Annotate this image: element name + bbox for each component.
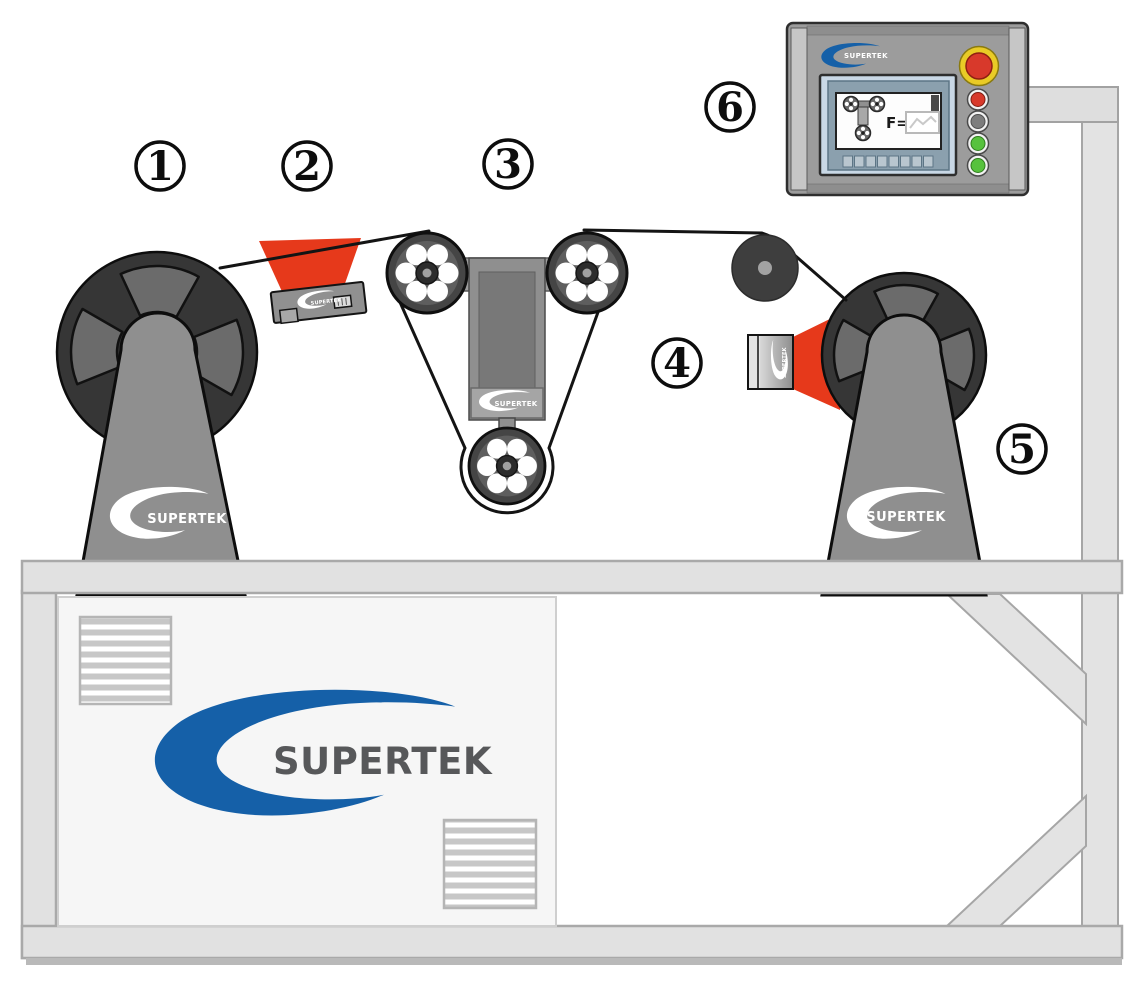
svg-text:3: 3 [494, 141, 522, 188]
callout-6: 6 [704, 81, 756, 133]
svg-text:1: 1 [146, 143, 174, 190]
vent-grille-top-left [78, 615, 173, 706]
estop-mushroom [965, 52, 993, 80]
diameter-sensor: SUPERTEK [269, 280, 368, 325]
callout-1: 1 [134, 140, 186, 192]
svg-text:4: 4 [663, 340, 691, 387]
payoff-spool-spokes [69, 264, 245, 397]
diameter-sensor-beam [259, 238, 361, 296]
control-panel: SUPERTEK [785, 21, 1030, 197]
sensor-brand-text: SUPERTEK [782, 346, 788, 378]
takeup-sensor: SUPERTEK [747, 334, 794, 390]
dancer-wheel-bottom [467, 426, 547, 506]
callout-3: 3 [482, 138, 534, 190]
panel-bottom-band [806, 183, 1010, 194]
panel-buttons [966, 88, 990, 177]
hmi-function-keys [842, 155, 934, 168]
base-left-post [20, 589, 58, 960]
wire-segment-dancer [389, 280, 608, 515]
hmi-waveform [909, 115, 937, 129]
panel-brand-text: SUPERTEK [844, 52, 888, 60]
cabinet-brand-text: SUPERTEK [273, 740, 493, 783]
svg-text:5: 5 [1008, 426, 1036, 473]
support-structure [944, 86, 1119, 959]
base-top-rail [20, 559, 1124, 595]
takeup-pedestal-logo: SUPERTEK [846, 486, 946, 539]
callout-5: 5 [996, 423, 1048, 475]
panel-button-green-2 [970, 158, 986, 173]
hmi-force-label: F= [886, 114, 909, 132]
svg-text:6: 6 [716, 84, 744, 131]
guide-pulley-hub [758, 261, 772, 275]
svg-text:2: 2 [293, 143, 321, 190]
panel-right-bevel [1008, 27, 1026, 191]
callout-4: 4 [651, 337, 703, 389]
pedestal-brand-text: SUPERTEK [147, 512, 227, 527]
panel-button-red [970, 92, 986, 107]
hmi-scroll-tab [931, 95, 939, 125]
diameter-sensor-window [278, 307, 299, 325]
panel-button-green-1 [970, 136, 986, 151]
callout-2: 2 [281, 140, 333, 192]
wire-segment-payoff [218, 229, 431, 270]
payoff-spool: SUPERTEK [55, 250, 259, 597]
sensor-brand-text: SUPERTEK [310, 297, 342, 307]
base-bottom-rail [20, 924, 1124, 960]
dancer-body-panel [478, 271, 536, 389]
machine-base: SUPERTEK [20, 559, 1124, 965]
estop-button [958, 45, 1000, 87]
support-post [1081, 86, 1119, 959]
hmi-screen: F= [818, 73, 958, 177]
panel-button-gray [970, 114, 986, 129]
callouts: 1 2 3 4 5 6 [134, 81, 1048, 475]
guide-pulley [731, 234, 799, 302]
base-shadow [26, 958, 1122, 965]
dancer-brand-text: SUPERTEK [494, 400, 537, 408]
pedestal-brand-text: SUPERTEK [866, 510, 946, 525]
cabinet-logo: SUPERTEK [154, 689, 493, 816]
panel-top-band [806, 25, 1010, 36]
dancer-unit: SUPERTEK [385, 231, 629, 506]
hmi-dancer-icon [842, 95, 886, 142]
payoff-pedestal-logo: SUPERTEK [109, 486, 227, 539]
panel-support-arm [1025, 86, 1119, 123]
panel-logo: SUPERTEK [821, 42, 888, 68]
dancer-wheel-left [385, 231, 469, 315]
dancer-wheel-right [545, 231, 629, 315]
takeup-spool: SUPERTEK [820, 271, 988, 597]
vent-grille-bottom-right [442, 818, 538, 910]
panel-left-bevel [790, 27, 808, 191]
